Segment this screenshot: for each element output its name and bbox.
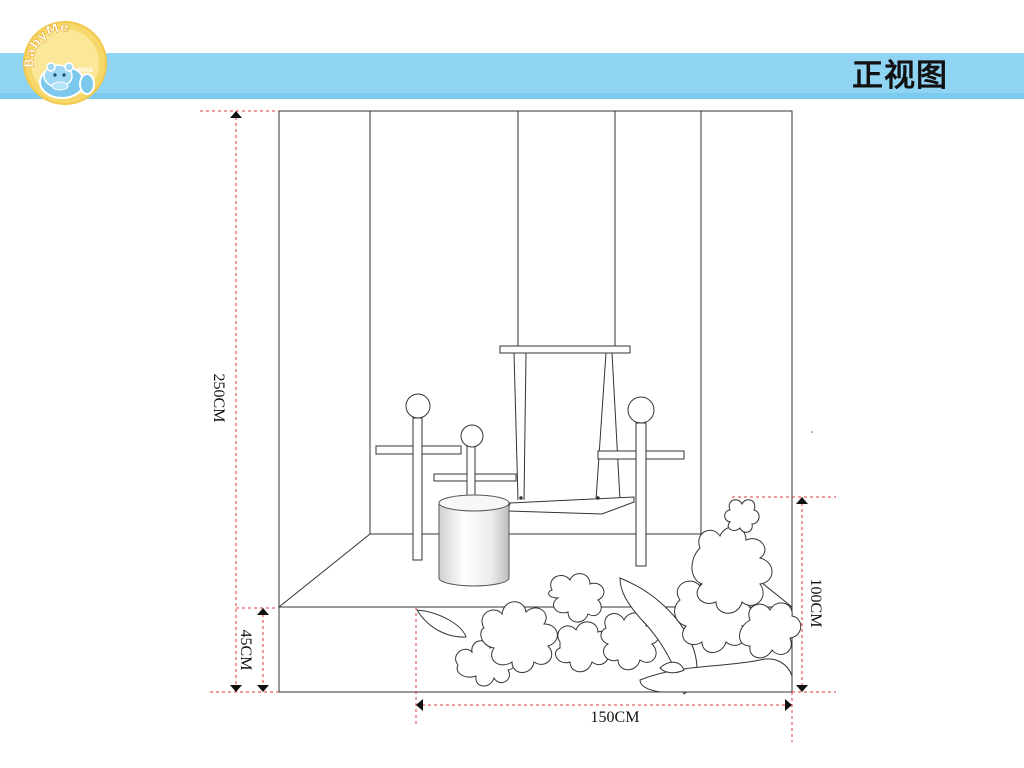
flower-cluster-7 <box>739 602 802 659</box>
lamp-post-left <box>375 393 462 561</box>
arrow-150-left <box>416 699 423 711</box>
arrow-45-bottom <box>257 685 269 692</box>
lamp-post-middle <box>433 424 517 507</box>
outer-frame <box>278 110 793 693</box>
swing-top-bar <box>499 345 631 354</box>
dimension-label-100cm: 100CM <box>807 579 824 628</box>
small-flower-top <box>724 499 760 533</box>
dimension-guides <box>200 110 836 742</box>
dimension-label-250cm: 250CM <box>210 374 227 423</box>
arrow-100-top <box>796 497 808 504</box>
floor-left-edge <box>278 533 371 608</box>
arrow-45-top <box>257 608 269 615</box>
swing-rope-right-a <box>595 352 607 501</box>
dimension-arrows <box>230 111 808 711</box>
arrow-100-bottom <box>796 685 808 692</box>
cylinder-stool <box>438 494 510 587</box>
flower-cluster-6 <box>691 526 773 614</box>
header-strip <box>0 93 1024 99</box>
flower-cluster-4 <box>600 612 660 671</box>
page-title: 正视图 <box>852 58 948 94</box>
swing-rope-left-b <box>523 352 527 501</box>
dimension-label-45cm: 45CM <box>237 630 254 671</box>
header-band <box>0 53 1024 99</box>
logo-subtext: HOG <box>78 67 93 74</box>
leaf-sprig <box>659 661 685 674</box>
lamp-post-right <box>597 396 685 567</box>
hippo-mascot-icon <box>39 62 95 99</box>
lamp-posts <box>375 393 685 567</box>
plant-foliage <box>416 499 802 695</box>
arrow-250-top <box>230 111 242 118</box>
swing-rope-right-b <box>611 352 621 501</box>
flower-cluster-1 <box>480 601 558 673</box>
swing-seat <box>507 496 635 515</box>
babyme-logo: BabyMe HOG <box>22 20 107 105</box>
flower-cluster-2 <box>548 573 605 623</box>
arrow-250-bottom <box>230 685 242 692</box>
dimension-label-150cm: 150CM <box>591 709 640 726</box>
foliage-ground <box>639 658 793 693</box>
leaf-large-left <box>416 609 467 638</box>
arrow-150-right <box>785 699 792 711</box>
swing <box>499 345 635 515</box>
swing-rope-left-a <box>513 352 519 501</box>
